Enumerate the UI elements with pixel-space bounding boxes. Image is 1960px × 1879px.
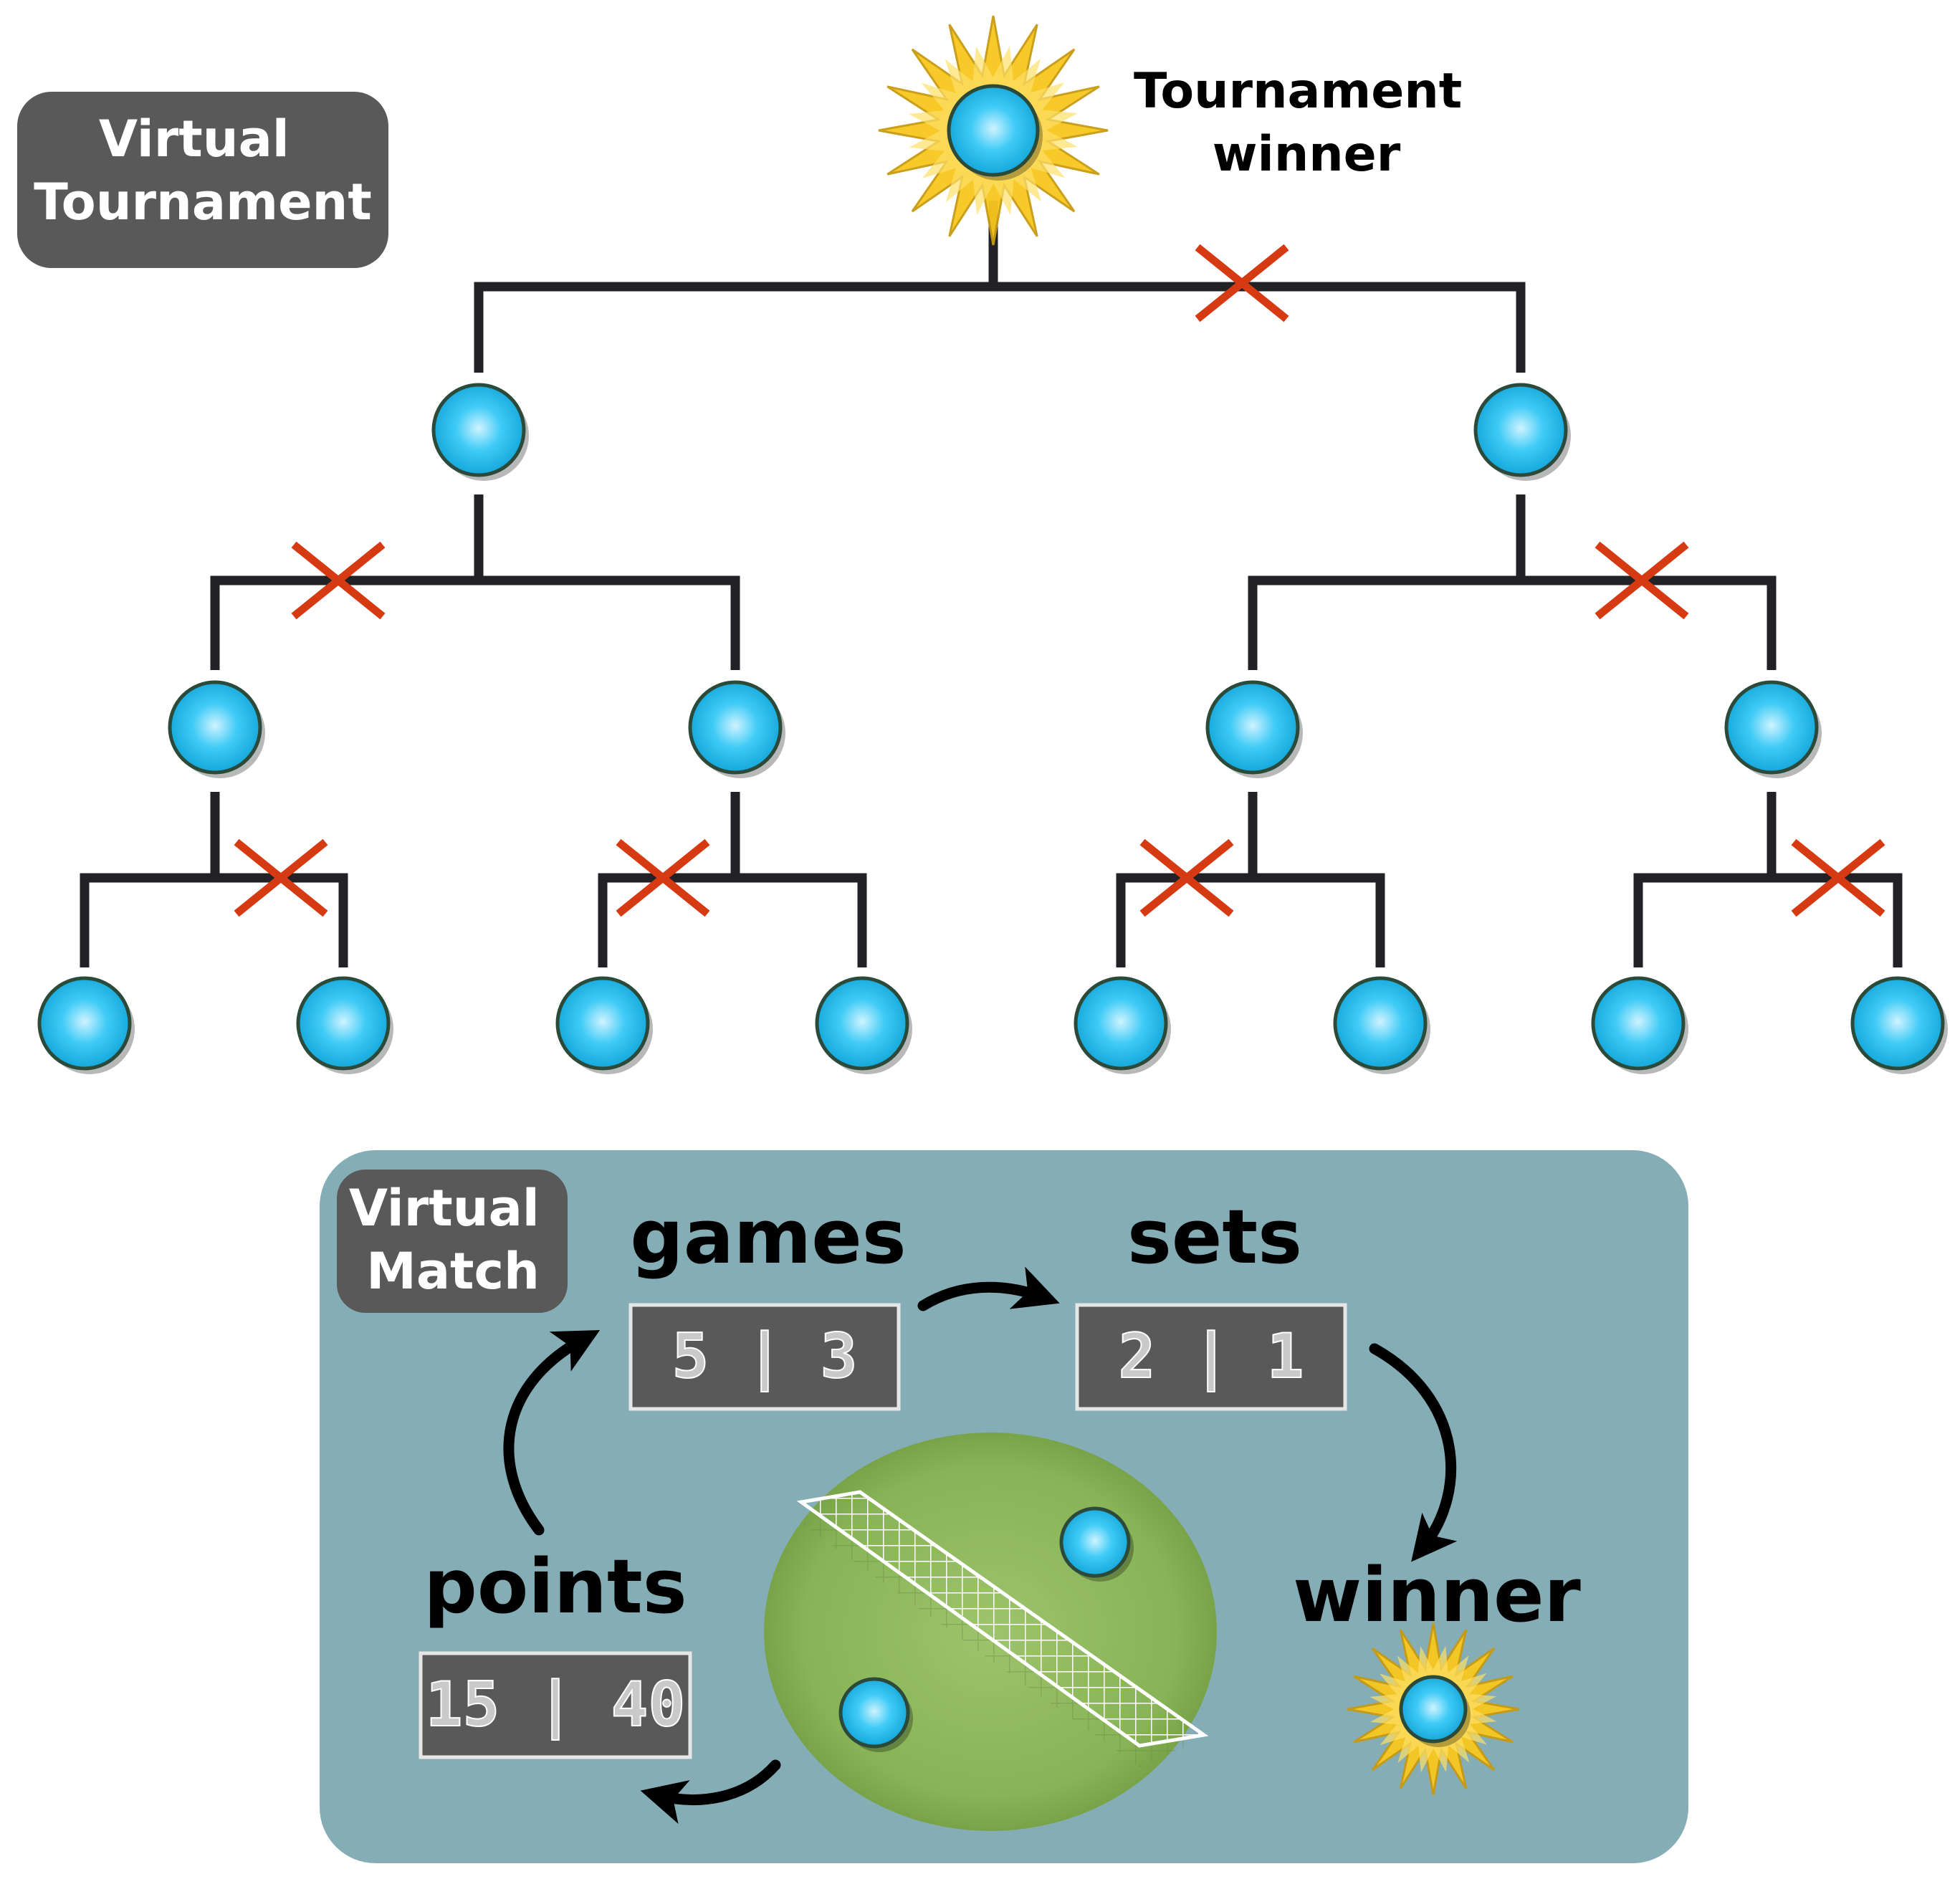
player-ball-icon — [815, 976, 912, 1074]
player-ball-icon — [1591, 976, 1688, 1074]
eliminated-x-icon — [1595, 541, 1689, 620]
arrow-icon — [917, 1266, 1060, 1311]
tournament-winner-label-line-2: winner — [1213, 126, 1401, 183]
tournament-bracket — [80, 201, 1903, 967]
points-scoreboard: 15 | 40 — [419, 1651, 692, 1759]
arrow-icon — [503, 1330, 601, 1536]
points-score: 15 | 40 — [426, 1669, 685, 1741]
eliminated-x-icon — [1791, 838, 1885, 917]
bracket-line-final — [474, 201, 1526, 373]
player-ball-icon — [37, 976, 135, 1074]
sets-score: 2 | 1 — [1119, 1321, 1304, 1392]
bracket-line-semi-left — [210, 494, 740, 670]
eliminated-x-icon — [1139, 838, 1234, 917]
match-players — [838, 1506, 1134, 1752]
winner-label: winner — [1293, 1552, 1581, 1639]
virtual-match-badge-line-1: Virtual — [349, 1179, 540, 1238]
bracket-line-semi-right — [1248, 494, 1777, 670]
player-ball-icon — [1724, 680, 1822, 778]
match-winner-sun-icon — [1347, 1622, 1520, 1796]
sets-scoreboard: 2 | 1 — [1075, 1303, 1347, 1411]
player-ball-icon — [296, 976, 393, 1074]
games-scoreboard: 5 | 3 — [628, 1303, 901, 1411]
player-ball-icon — [688, 680, 785, 778]
player-ball-icon — [1333, 976, 1430, 1074]
player-ball-icon — [555, 976, 653, 1074]
bracket-line-quarter-2 — [598, 792, 867, 967]
sets-label: sets — [1127, 1193, 1302, 1281]
eliminated-x-icon — [1195, 244, 1289, 322]
eliminated-x-icon — [616, 838, 710, 917]
games-label: games — [630, 1193, 906, 1281]
player-ball-icon — [1473, 383, 1571, 481]
bracket-line-quarter-3 — [1116, 792, 1385, 967]
tournament-winner-label-line-1: Tournament — [1134, 63, 1462, 120]
virtual-match-badge: Virtual Match — [337, 1170, 568, 1313]
arrow-icon — [640, 1759, 781, 1825]
virtual-tournament-badge-line-1: Virtual — [99, 110, 290, 168]
games-score: 5 | 3 — [672, 1321, 858, 1392]
bracket-line-quarter-4 — [1633, 792, 1903, 967]
players — [37, 383, 1948, 1074]
points-label: points — [424, 1543, 687, 1630]
eliminated-x-icon — [291, 541, 386, 620]
virtual-match-panel: Virtual Match games sets points winner 5… — [320, 1150, 1688, 1863]
player-ball-icon — [1850, 976, 1948, 1074]
tennis-net-icon — [796, 1490, 1209, 1767]
player-ball-icon — [838, 1677, 913, 1752]
player-ball-icon — [1059, 1506, 1134, 1582]
svg-text:Virtual Tournament: Virtual Tournament — [34, 110, 372, 231]
tennis-court — [764, 1433, 1217, 1831]
player-ball-icon — [1399, 1675, 1471, 1747]
virtual-tournament-badge-line-2: Tournament — [34, 173, 372, 231]
tournament-winner-label: Tournament winner — [1134, 63, 1479, 183]
virtual-tournament-badge: Virtual Tournament — [17, 92, 388, 268]
eliminated-marks — [234, 244, 1885, 917]
svg-text:Virtual Match: Virtual Match — [349, 1179, 557, 1301]
eliminated-x-icon — [234, 838, 328, 917]
player-ball-icon — [431, 383, 529, 481]
virtual-match-badge-line-2: Match — [366, 1242, 540, 1301]
tournament-winner-sun-icon — [878, 15, 1109, 246]
player-ball-icon — [947, 84, 1043, 181]
arrow-icon — [1369, 1343, 1458, 1562]
player-ball-icon — [168, 680, 265, 778]
player-ball-icon — [1205, 680, 1303, 778]
bracket-line-quarter-1 — [80, 792, 348, 967]
player-ball-icon — [1074, 976, 1171, 1074]
